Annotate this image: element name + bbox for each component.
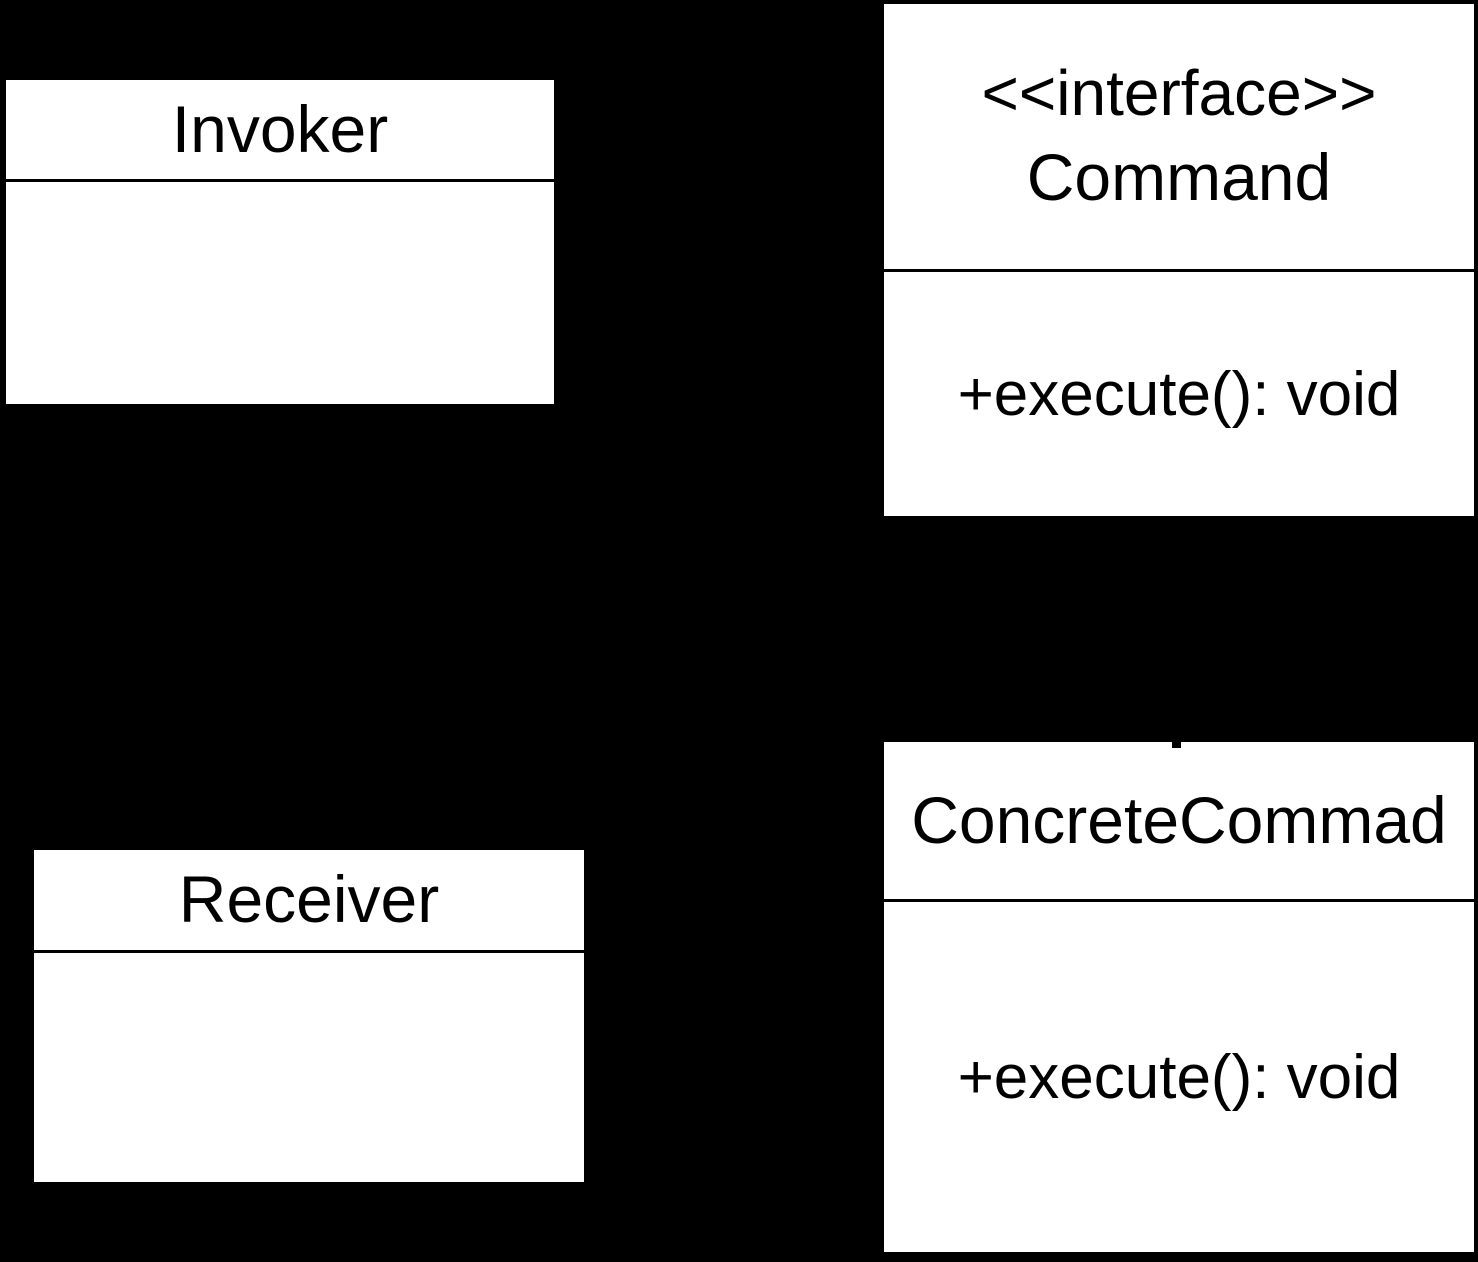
realization-line-tick	[1172, 734, 1181, 748]
concrete-command-execute-method: +execute(): void	[957, 1042, 1401, 1112]
concrete-command-methods-compartment: +execute(): void	[884, 902, 1474, 1252]
receiver-body-compartment	[34, 953, 584, 1182]
command-execute-method: +execute(): void	[957, 359, 1401, 429]
concrete-command-class-name: ConcreteCommad	[911, 782, 1447, 857]
invoker-body-compartment	[6, 182, 554, 404]
class-box-concrete-command: ConcreteCommad +execute(): void	[880, 738, 1478, 1256]
class-box-command: <<interface>> Command +execute(): void	[880, 0, 1478, 520]
command-name-compartment: <<interface>> Command	[884, 4, 1474, 272]
invoker-class-name: Invoker	[171, 91, 389, 166]
class-box-invoker: Invoker	[2, 76, 558, 408]
receiver-name-compartment: Receiver	[34, 850, 584, 953]
receiver-class-name: Receiver	[178, 862, 440, 937]
command-stereotype: <<interface>>	[981, 57, 1377, 129]
command-class-name: Command	[1026, 140, 1332, 215]
class-box-receiver: Receiver	[30, 846, 588, 1186]
invoker-name-compartment: Invoker	[6, 80, 554, 182]
command-methods-compartment: +execute(): void	[884, 272, 1474, 516]
concrete-command-name-compartment: ConcreteCommad	[884, 742, 1474, 902]
